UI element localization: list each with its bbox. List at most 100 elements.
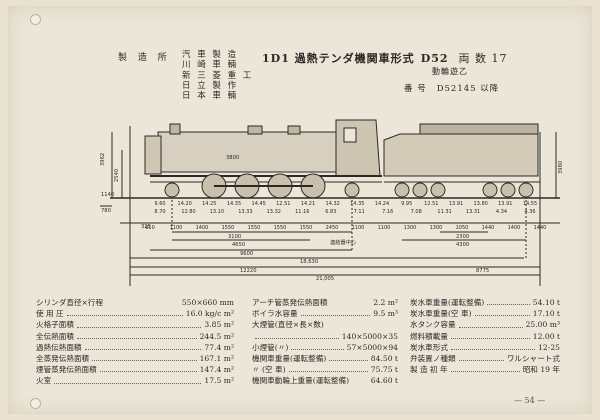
spec-dots (99, 364, 197, 373)
document-page (8, 6, 592, 414)
dim-label: 780 (101, 208, 111, 214)
dim-label: 325 (141, 224, 151, 230)
binding-hole (30, 398, 41, 409)
spec-label: 小煙管(〃) (252, 342, 289, 352)
serial-value: D52145 以降 (436, 84, 500, 94)
dim-label: 2540 (114, 169, 120, 182)
dim-label: 連結器中心 (330, 238, 356, 246)
axle-label: 4.34 (496, 209, 507, 215)
spec-dots (84, 342, 202, 351)
axle-label: 4.36 (524, 209, 535, 215)
spec-value: 84.50 t (370, 354, 398, 364)
spec-dots (327, 319, 395, 327)
spec-label: 大煙管(直径×長×数) (252, 320, 324, 330)
axle-label: 12.80 (181, 209, 195, 215)
spec-label: 全蒸発伝熱面積 (36, 354, 90, 364)
spec-dots (76, 319, 202, 328)
spec-label: 製 造 初 年 (410, 365, 448, 375)
brake-type: 動輪遊乙 (432, 67, 468, 76)
spec-label: アーチ管蒸発伝熱面積 (252, 298, 328, 307)
axle-label: 7.11 (354, 209, 365, 215)
spec-row: ボイラ水容量 9.5 m³ (252, 308, 398, 319)
dim-label: 3962 (100, 153, 106, 166)
spec-dots (352, 375, 368, 383)
dim-label: 3980 (558, 161, 564, 174)
axle-label: 9.60 (154, 201, 165, 207)
manufacturer-item: 日 立 製 作 (182, 80, 239, 91)
axle-label: 1550 (222, 225, 235, 231)
dim-label: 12220 (240, 268, 257, 274)
spec-label: 弁装置ノ種類 (410, 354, 456, 364)
spec-dots (300, 308, 371, 317)
axle-label: 1400 (508, 225, 521, 231)
spec-label: 機関車重量(運転整備) (252, 354, 327, 364)
spec-value: 3.85 m² (204, 320, 234, 330)
dim-label: 21,005 (316, 276, 334, 282)
axle-label: 13.91 (498, 201, 512, 207)
spec-row: 全蒸発伝熱面積 167.1 m² (36, 353, 234, 364)
manufacturer-list: 汽 車 製 造 川 崎 車 輛 新 三 菱 重 工 日 立 製 作 日 本 車 … (182, 50, 253, 101)
spec-dots (487, 297, 530, 306)
binding-hole (30, 14, 41, 25)
axle-label: 12.51 (424, 201, 438, 207)
spec-label: 火格子面積 (36, 320, 74, 330)
tender-wheel (500, 182, 516, 198)
cab-window (343, 127, 357, 143)
axle-label: 6.83 (325, 209, 336, 215)
spec-label: 炭水車重量(運転整備) (410, 298, 485, 307)
tender-body (383, 133, 539, 177)
tender-coal (419, 123, 539, 135)
axle-label: 1550 (300, 225, 313, 231)
steam-dome (247, 125, 263, 135)
spec-dots (92, 353, 197, 362)
spec-row: 〃 (空 車)75.75 t (252, 364, 398, 375)
spec-value: 9.5 m³ (373, 309, 398, 319)
axle-label: 1550 (248, 225, 261, 231)
axle-label: 14.25 (202, 201, 216, 207)
axle-label: 1100 (378, 225, 391, 231)
axle-label: 14.55 (523, 201, 537, 207)
axle-label: 2450 (326, 225, 339, 231)
spec-label: ボイラ水容量 (252, 309, 298, 319)
model-number: D52 (420, 52, 449, 65)
spec-row: 炭水車重量(空 車)17.10 t (410, 308, 560, 319)
spec-value: 17.10 t (532, 309, 560, 319)
spec-row: 140×5000×35 (252, 331, 398, 342)
spec-label: 燃料積載量 (410, 331, 448, 341)
spec-value: 167.1 m² (199, 354, 234, 364)
axle-label: 910 (145, 225, 155, 231)
spec-value: 25.00 m³ (525, 320, 560, 330)
axle-label: 14.35 (350, 201, 364, 207)
tender-wheel (482, 182, 498, 198)
axle-label: 14.21 (301, 201, 315, 207)
spec-dots (458, 353, 504, 362)
dim-label: 4300 (456, 242, 469, 248)
spec-label: 〃 (空 車) (252, 365, 286, 375)
axle-label: 1550 (274, 225, 287, 231)
tender-wheel (394, 182, 410, 198)
axle-label: 1050 (456, 225, 469, 231)
dim-label: 4650 (232, 242, 245, 248)
axle-label: 1440 (534, 225, 547, 231)
spec-dots (329, 353, 368, 362)
spec-value: 77.4 m² (204, 342, 234, 352)
manufacturer-item: 新 三 菱 重 工 (182, 70, 254, 81)
dim-label: 1140 (101, 192, 114, 198)
spec-value: ワルシャート式 (506, 354, 560, 364)
manufacturer-label: 製 造 所 (118, 53, 171, 63)
spec-value: 147.4 m² (199, 365, 234, 375)
spec-label: 過熱伝熱面積 (36, 342, 82, 352)
axle-label: 14.20 (178, 201, 192, 207)
axle-label: 13.31 (466, 209, 480, 215)
manufacturer-item: 日 本 車 輛 (182, 91, 239, 102)
axle-label: 14.35 (227, 201, 241, 207)
